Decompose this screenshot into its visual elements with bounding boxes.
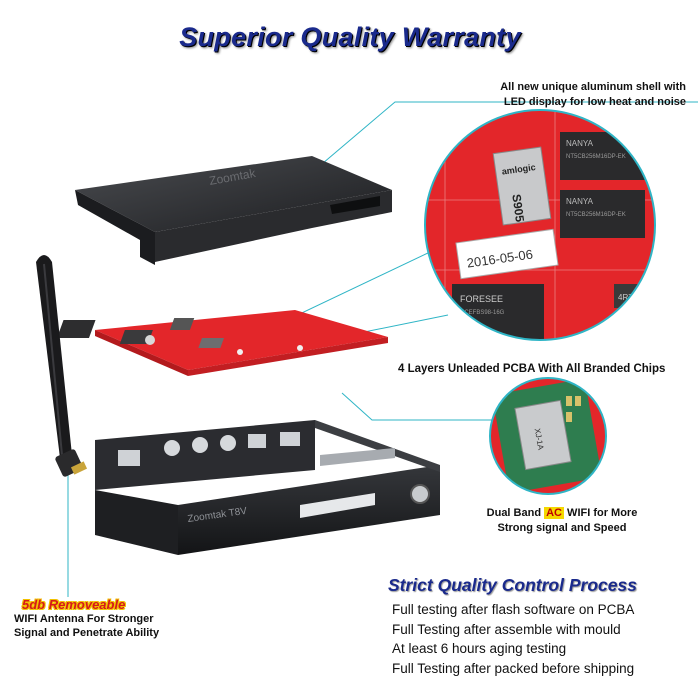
- wifi-callout-line1: Dual Band AC WIFI for More: [462, 506, 662, 521]
- shell-callout-line1: All new unique aluminum shell with: [500, 81, 686, 93]
- zoom-wifi-circle: XJ-1A: [489, 377, 607, 495]
- inductor-text: 4R7: [618, 293, 633, 302]
- wifi-prefix: Dual Band: [486, 507, 545, 519]
- ram2-brand-text: NANYA: [566, 197, 594, 206]
- qc-item: Full testing after flash software on PCB…: [392, 602, 635, 617]
- bottom-frame: Zoomtak T8V: [95, 420, 440, 555]
- soc-brand-text: amlogic: [501, 162, 536, 177]
- pcba-board: [56, 310, 388, 376]
- antenna: [36, 255, 88, 477]
- qc-item: Full Testing after packed before shippin…: [392, 660, 635, 676]
- antenna-line1: WIFI Antenna For Stronger: [14, 613, 154, 625]
- pcba-callout: 4 Layers Unleaded PCBA With All Branded …: [398, 363, 666, 375]
- soc-model-text: S905: [509, 193, 527, 223]
- wifi-ac-badge: AC: [544, 507, 564, 519]
- quality-control-heading: Strict Quality Control Process: [388, 575, 637, 595]
- page-title: Superior Quality Warranty: [179, 22, 521, 52]
- qc-item: Full Testing after assemble with mould: [392, 621, 621, 637]
- shell-callout-line: [295, 101, 698, 187]
- callout-lines: [67, 101, 698, 597]
- wifi-callout-line: [341, 392, 505, 421]
- qc-item: At least 6 hours aging testing: [392, 641, 567, 656]
- wifi-callout: Dual Band AC WIFI for More Strong signal…: [462, 506, 662, 536]
- ram2-code-text: NT5CB256M16DP-EK: [566, 212, 626, 218]
- flash-brand-text: FORESEE: [460, 294, 503, 304]
- antenna-heading: 5db Removeable: [22, 597, 126, 612]
- shell-callout: All new unique aluminum shell with LED d…: [426, 80, 686, 110]
- ram-brand-text: NANYA: [566, 139, 594, 148]
- antenna-description: WIFI Antenna For Stronger Signal and Pen…: [14, 612, 174, 640]
- flash-code-text: NCEFBS98-16G: [460, 310, 505, 316]
- ram-code-text: NT5CB256M16DP-EK: [566, 154, 626, 160]
- quality-control-list: Full testing after flash software on PCB…: [392, 600, 634, 678]
- shell-callout-line2: LED display for low heat and noise: [503, 96, 686, 108]
- wifi-callout-line2: Strong signal and Speed: [497, 522, 627, 534]
- antenna-line2: Signal and Penetrate Ability: [14, 627, 160, 639]
- aluminum-shell: Zoomtak: [75, 156, 392, 265]
- wifi-chip-text: XJ-1A: [533, 428, 546, 452]
- wifi-suffix: WIFI for More: [564, 507, 638, 519]
- zoom-chips-circle: amlogic S905 NANYA NT5CB256M16DP-EK NANY…: [424, 109, 656, 341]
